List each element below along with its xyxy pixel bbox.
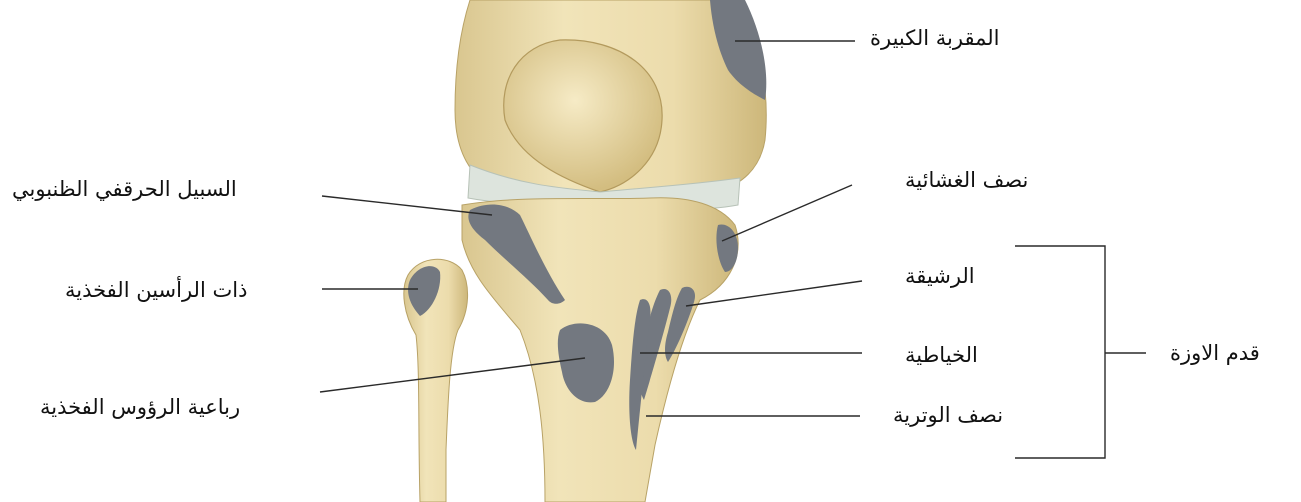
label-iliotibial-tract: السبيل الحرقفي الظنبوبي	[12, 179, 237, 200]
label-sartorius: الخياطية	[905, 345, 978, 366]
leader-semimembranosus	[722, 185, 852, 241]
label-semitendinosus: نصف الوترية	[893, 405, 1003, 426]
label-adductor-magnus: المقربة الكبيرة	[870, 28, 999, 49]
label-biceps-femoris: ذات الرأسين الفخذية	[65, 280, 247, 301]
label-gracilis: الرشيقة	[905, 266, 975, 287]
label-quadriceps-femoris: رباعية الرؤوس الفخذية	[40, 397, 240, 418]
label-semimembranosus: نصف الغشائية	[905, 170, 1028, 191]
label-pes-anserinus: قدم الاوزة	[1170, 343, 1260, 364]
pes-anserinus-bracket	[1015, 246, 1105, 458]
